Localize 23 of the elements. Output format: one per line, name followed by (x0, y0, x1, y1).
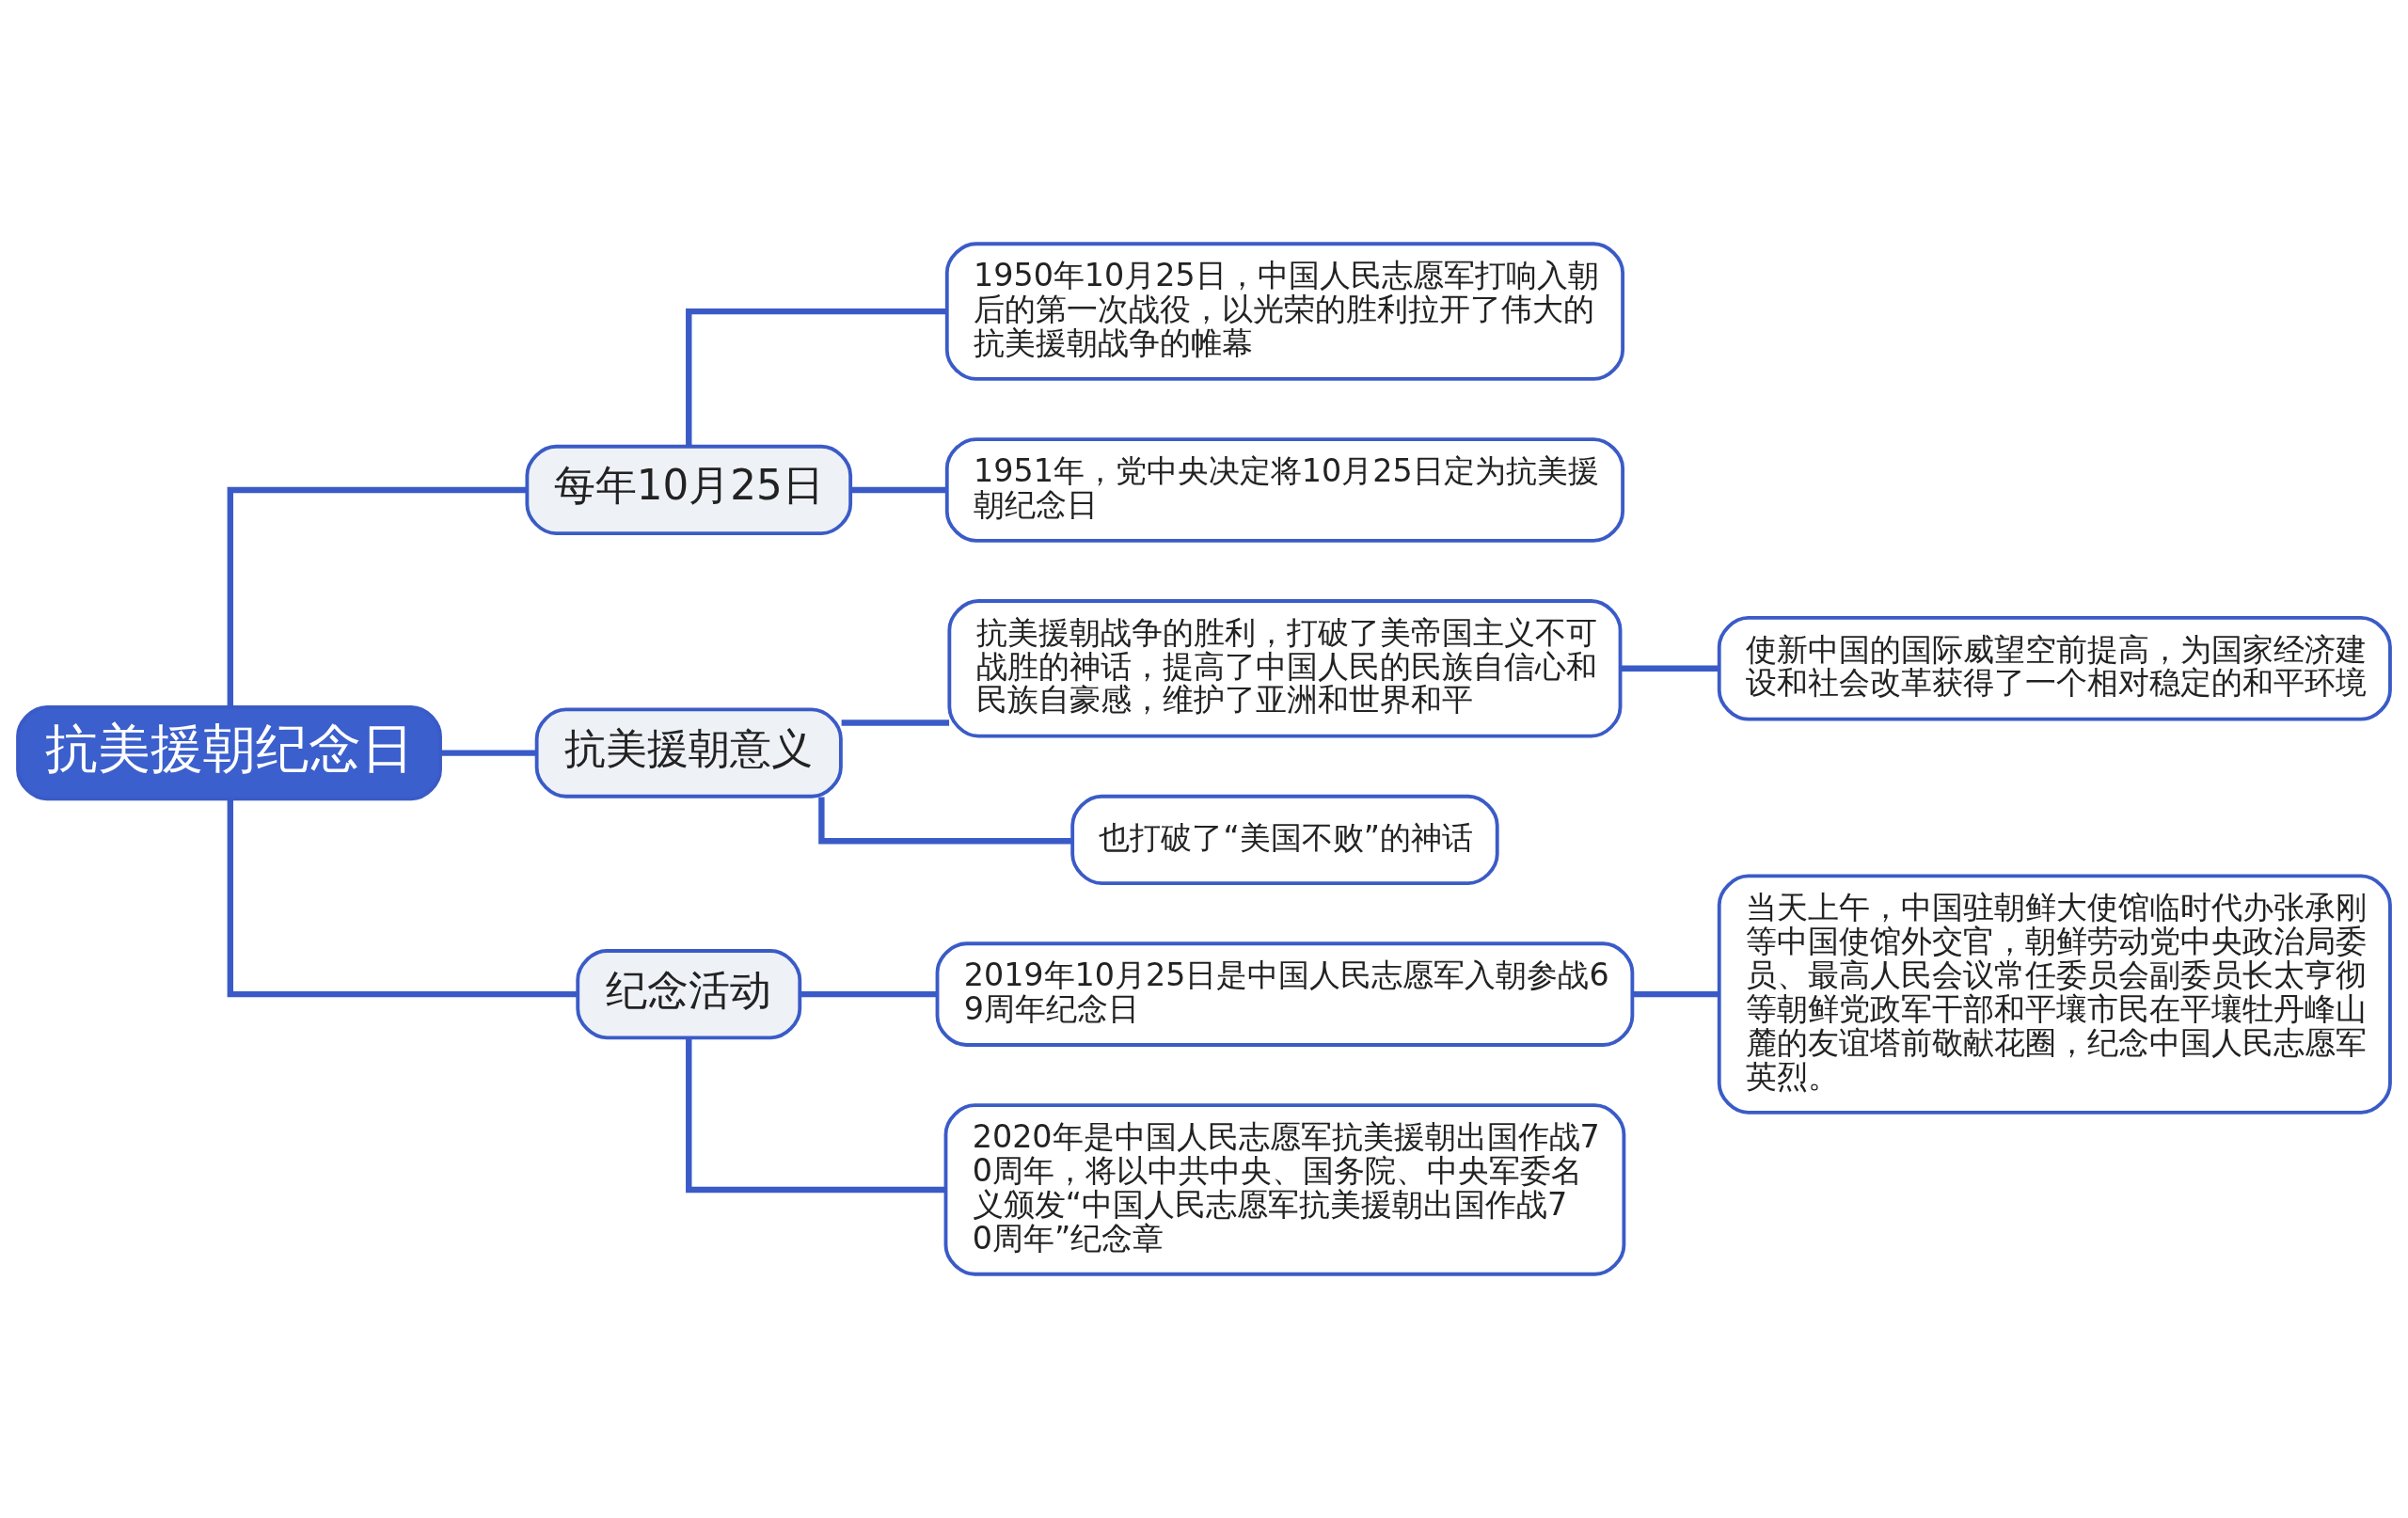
connector (686, 1038, 945, 1194)
connector (800, 990, 937, 998)
node-box: 使新中国的国际威望空前提高，为国家经济建设和社会改革获得了一个相对稳定的和平环境 (1717, 616, 2392, 721)
connector (850, 486, 946, 494)
connector (1632, 990, 1719, 998)
connector (440, 750, 537, 756)
connector (227, 486, 527, 707)
node-box: 每年10月25日 (525, 444, 853, 536)
node-box: 1950年10月25日，中国人民志愿军打响入朝后的第一次战役，以光荣的胜利拉开了伟大的抗美援朝战争的帷幕 (944, 242, 1625, 381)
connector (686, 308, 947, 446)
node-box: 也打破了“美国不败”的神话 (1070, 794, 1499, 886)
node-box: 纪念活动 (576, 949, 802, 1040)
node-box: 抗美援朝意义 (534, 707, 843, 799)
connector (227, 799, 577, 998)
node-box: 抗美援朝纪念日 (16, 704, 442, 801)
node-box: 抗美援朝战争的胜利，打破了美帝国主义不可战胜的神话，提高了中国人民的民族自信心和民族自豪感，维护了亚洲和世界和平 (947, 599, 1623, 738)
connector (1621, 665, 1719, 672)
node-box: 2020年是中国人民志愿军抗美援朝出国作战70周年，将以中共中央、国务院、中央军委名义颁发“中国人民志愿军抗美援朝出国作战70周年”纪念章 (943, 1103, 1626, 1276)
connector (818, 797, 1072, 845)
connector (841, 719, 950, 726)
node-box: 1951年，党中央决定将10月25日定为抗美援朝纪念日 (944, 437, 1625, 543)
node-box: 当天上午，中国驻朝鲜大使馆临时代办张承刚等中国使馆外交官，朝鲜劳动党中央政治局委员、最高人民会议常任委员会副委员长太亨彻等朝鲜党政军干部和平壤市民在平壤牡丹峰山麓的友谊塔前敬献花圈，纪念中国人民志愿军英烈。 (1717, 874, 2392, 1115)
node-box: 2019年10月25日是中国人民志愿军入朝参战69周年纪念日 (935, 941, 1635, 1047)
